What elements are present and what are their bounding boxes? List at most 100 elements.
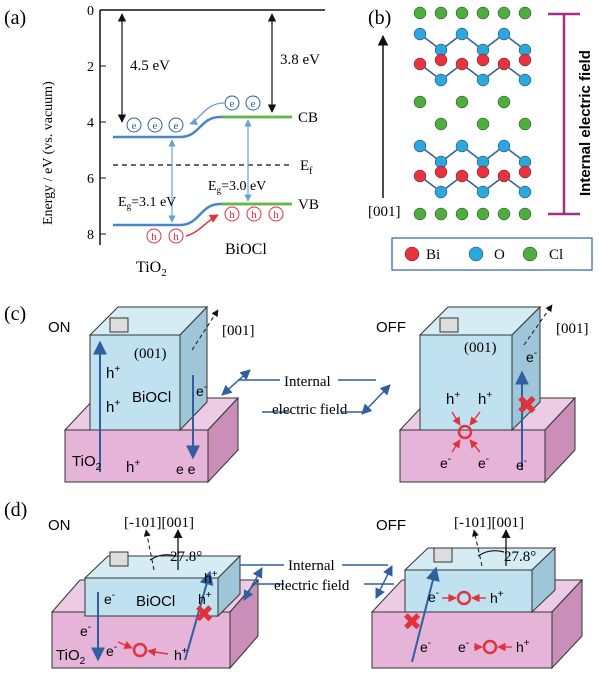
hole-label: h+ [126,458,140,476]
cl-atom [455,207,469,221]
bi-atom [413,57,427,71]
hole-icon [168,228,184,244]
electron-symbol: e [251,98,256,110]
cl-atom [497,95,511,109]
biocl-crystal-side [511,305,541,432]
cl-atom [434,207,448,221]
direction-label: [001] [368,204,401,220]
cl-atom [455,6,469,20]
recombination-icon [482,639,498,655]
o-atom [413,27,427,41]
electron-label: e- [106,642,117,659]
electron-icon [224,95,240,111]
bi-atom [497,169,511,183]
o-atom [518,185,532,199]
crystal-icon [433,547,453,563]
o-atom [434,185,448,199]
electron-label: e- [458,638,469,655]
hole-icon [246,206,262,222]
hole-migration-arrow [184,570,214,661]
cl-legend-label: Cl [549,247,563,263]
cl-atom [497,6,511,20]
angle-arc [149,554,177,561]
tio2-substrate-side [207,396,239,484]
y-tick-label: 6 [87,172,94,187]
angle-arc [477,550,505,557]
field-arrow [221,369,251,396]
cl-atom [497,207,511,221]
bi-legend-swatch [404,246,420,262]
panel-b-crystal-structure: (b) [001] [368,6,594,271]
hole-label: h+ [204,569,218,586]
hole-icon [224,206,240,222]
tio2-substrate-side [551,578,583,670]
panel-c-label: (c) [4,303,26,325]
off-label: OFF [376,319,406,336]
hole-icon [146,228,162,244]
electron-symbol: e [174,120,179,132]
panel-d-label: (d) [4,499,27,521]
facet-label: (001) [134,346,167,362]
field-bar [548,12,580,216]
cl-atom [434,6,448,20]
crystal-icon [439,317,459,333]
biocl-label: BiOCl [136,593,175,610]
blocked-icon: ✖ [516,390,538,420]
recombination-icon [457,424,473,440]
electron-label: e- [80,622,91,639]
electron-icon [168,117,184,133]
bi-atom [518,165,532,179]
electron-icon [126,117,142,133]
hole-symbol: h [273,209,279,221]
y-tick-label: 0 [87,4,94,19]
electron-label: e- [420,638,431,655]
electron-label: e- [478,454,489,471]
recombination-icon [456,590,472,606]
cl-atom [434,117,448,131]
bi-atom [476,165,490,179]
field-arrow [361,384,391,415]
electron-label: e- [104,590,115,607]
electron-label: e- [516,456,527,473]
bi-atom [497,57,511,71]
hole-label: h+ [174,646,188,663]
direction-arrow [191,309,219,351]
atom-legend [391,237,593,271]
cl-atom [518,207,532,221]
angle-label: 27.8° [170,549,202,565]
directions-label: [-101][001] [124,515,194,531]
bi-atom [455,57,469,71]
electron-pair-label: e e [176,461,196,477]
on-label: ON [48,517,71,534]
hole-label: h+ [198,590,212,607]
tio2-cb-energy: 4.5 eV [130,58,170,74]
electron-symbol: e [132,120,137,132]
cl-atom [413,6,427,20]
bi-legend-label: Bi [426,247,440,263]
cl-atom [518,6,532,20]
hole-icon [268,206,284,222]
tio2-label: TiO2 [72,453,102,473]
o-atom [476,185,490,199]
electron-label: e- [440,454,451,471]
tio2-vb-band [113,202,292,227]
electron-label: e- [196,382,207,399]
crystal-icon [109,317,129,333]
direction-arrow [523,304,553,346]
o-atom [434,73,448,87]
cl-atom [476,117,490,131]
hole-label: h+ [106,398,120,416]
cl-atom [476,6,490,20]
bi-atom [434,53,448,67]
field-label-line1: Internal [288,558,335,574]
hole-label: h+ [490,589,504,606]
tio2-label: TiO2 [136,259,167,279]
y-tick-label: 4 [87,116,94,131]
bi-atom [455,169,469,183]
facet-label: (001) [464,340,497,356]
biocl-crystal-side [531,546,556,614]
on-label: ON [48,319,71,336]
panel-b-label: (b) [368,7,391,29]
blocked-icon: ✖ [402,609,422,636]
